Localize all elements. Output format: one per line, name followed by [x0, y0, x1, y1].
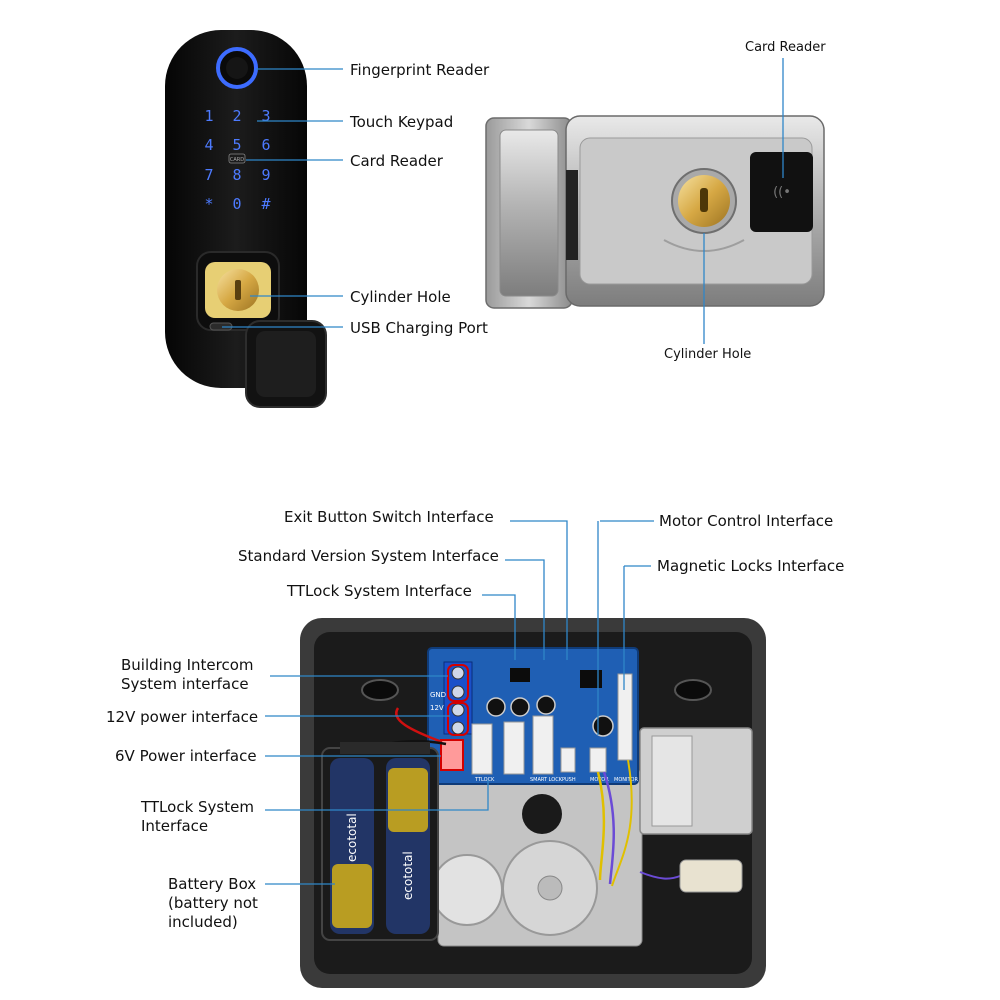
pcb-silk: MONITOR — [614, 777, 638, 783]
keypad-key: * — [204, 195, 213, 213]
keypad-key: 5 — [232, 136, 241, 154]
label-magnetic-locks-interface: Magnetic Locks Interface — [657, 557, 845, 575]
label-fingerprint-reader: Fingerprint Reader — [350, 61, 490, 79]
label-motor-control-interface: Motor Control Interface — [659, 512, 834, 530]
connector-standard — [532, 715, 554, 775]
label-usb-charging-port: USB Charging Port — [350, 319, 488, 337]
connector-motor — [589, 747, 607, 773]
keypad-key: 8 — [232, 166, 241, 184]
battery-brand: ecototal — [401, 851, 415, 900]
keypad-key: 9 — [261, 166, 270, 184]
label-line: Interface — [141, 817, 209, 835]
connector-monitor — [617, 673, 633, 761]
screw-terminals — [443, 661, 473, 736]
label-line: TTLock System — [141, 798, 254, 816]
label-exit-button-interface: Exit Button Switch Interface — [284, 508, 494, 526]
label-ttlock-interface-top: TTLock System Interface — [287, 582, 472, 600]
pcb-silk: PUSH — [562, 777, 576, 783]
label-building-intercom-interface: Building Intercom System interface — [121, 656, 254, 694]
keypad-key: 4 — [204, 136, 213, 154]
label-6v-power-interface: 6V Power interface — [115, 747, 257, 765]
label-card-reader-rim: Card Reader — [745, 40, 826, 55]
keypad-key: 7 — [204, 166, 213, 184]
keypad-key: 3 — [261, 107, 270, 125]
label-touch-keypad: Touch Keypad — [350, 113, 454, 131]
leader-lines — [222, 58, 784, 885]
terminal-label: 12V — [430, 704, 444, 712]
connector-push — [560, 747, 576, 773]
label-standard-version-interface: Standard Version System Interface — [238, 547, 499, 565]
label-cylinder-hole-handle: Cylinder Hole — [350, 288, 451, 306]
battery-brand: ecototal — [345, 813, 359, 862]
label-line: included) — [168, 913, 238, 931]
keypad-key: 0 — [232, 195, 241, 213]
label-battery-box: Battery Box (battery not included) — [168, 875, 258, 932]
svg-text:((•: ((• — [773, 185, 791, 200]
label-cylinder-hole-rim: Cylinder Hole — [664, 347, 752, 362]
rim-card-reader — [750, 152, 813, 232]
keypad-key: 2 — [232, 107, 241, 125]
control-board-device: GND 12V TTLOCK SMART LOCK PUSH MOTOR MON… — [300, 618, 766, 988]
keypad-key: 6 — [261, 136, 270, 154]
label-line: Battery Box — [168, 875, 257, 893]
connector-smart-lock — [503, 721, 525, 775]
connector-6v — [440, 739, 464, 771]
terminal-label: GND — [430, 691, 446, 699]
label-card-reader-handle: Card Reader — [350, 152, 443, 170]
connector-ttlock — [471, 723, 493, 775]
label-ttlock-interface-left: TTLock System Interface — [141, 798, 254, 836]
card-badge: CARD — [230, 157, 244, 163]
label-12v-power-interface: 12V power interface — [106, 708, 259, 726]
smart-handle-device: 1 2 3 4 5 6 7 8 9 * 0 # CARD — [165, 30, 327, 408]
pcb-silk: TTLOCK — [474, 777, 495, 783]
pcb-silk: SMART LOCK — [530, 777, 563, 783]
keypad-key: 1 — [204, 107, 213, 125]
label-line: System interface — [121, 675, 249, 693]
keypad-keys: 1 2 3 4 5 6 7 8 9 * 0 # — [204, 107, 270, 213]
label-line: Building Intercom — [121, 656, 254, 674]
keypad-key: # — [261, 195, 270, 213]
rim-lock-device: ((• — [485, 115, 825, 309]
label-line: (battery not — [168, 894, 258, 912]
